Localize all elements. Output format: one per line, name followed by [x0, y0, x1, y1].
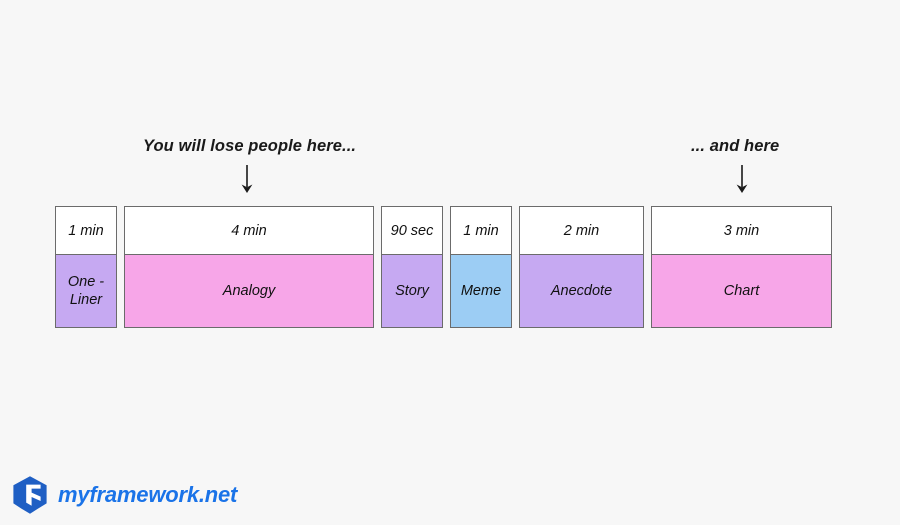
arrow-down-icon-right [736, 165, 748, 193]
block-label: Meme [450, 254, 512, 328]
block-duration: 1 min [450, 206, 512, 254]
annotation-right-text: ... and here [691, 137, 780, 155]
block-duration: 4 min [124, 206, 374, 254]
block-duration: 2 min [519, 206, 644, 254]
brand-name: myframework.net [58, 482, 238, 507]
block-label: Chart [651, 254, 832, 328]
block-label: One -Liner [55, 254, 117, 328]
block-duration: 90 sec [381, 206, 443, 254]
block-label: Anecdote [519, 254, 644, 328]
annotation-left-text: You will lose people here... [143, 137, 357, 155]
block-duration: 1 min [55, 206, 117, 254]
block-label: Analogy [124, 254, 374, 328]
arrow-down-icon-left [241, 165, 253, 193]
brand-footer: myframework.net [12, 475, 237, 515]
block-label: Story [381, 254, 443, 328]
hexagon-flag-logo-icon [13, 476, 47, 514]
block-duration: 3 min [651, 206, 832, 254]
